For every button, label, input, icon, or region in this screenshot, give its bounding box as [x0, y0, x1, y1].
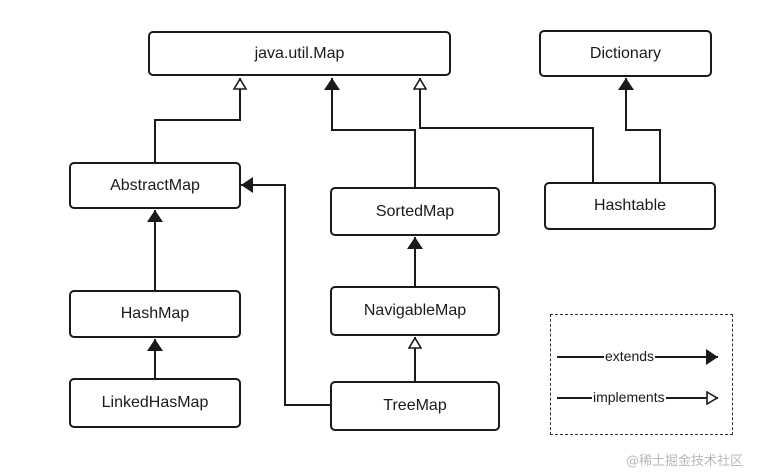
edge-abstractmap-implements-map: [154, 78, 240, 162]
node-hash-map: HashMap: [69, 290, 241, 338]
node-linked-has-map: LinkedHasMap: [69, 378, 241, 428]
edge-sortedmap-extends-map: [324, 78, 416, 187]
node-hashtable: Hashtable: [544, 182, 716, 230]
node-navigable-map: NavigableMap: [330, 286, 500, 336]
legend-box: [550, 314, 733, 435]
edge-hashtable-extends-dictionary: [618, 78, 661, 182]
legend-extends-label: extends: [604, 348, 656, 364]
node-java-util-map: java.util.Map: [148, 31, 451, 76]
edge-hashtable-implements-map: [420, 78, 594, 182]
node-tree-map: TreeMap: [330, 381, 500, 431]
edge-treemap-extends-abstractmap: [241, 177, 330, 406]
watermark: @稀土掘金技术社区: [626, 454, 744, 469]
node-abstract-map: AbstractMap: [69, 162, 241, 209]
legend-implements-label: implements: [592, 389, 666, 405]
node-dictionary: Dictionary: [539, 30, 712, 77]
node-sorted-map: SortedMap: [330, 187, 500, 236]
